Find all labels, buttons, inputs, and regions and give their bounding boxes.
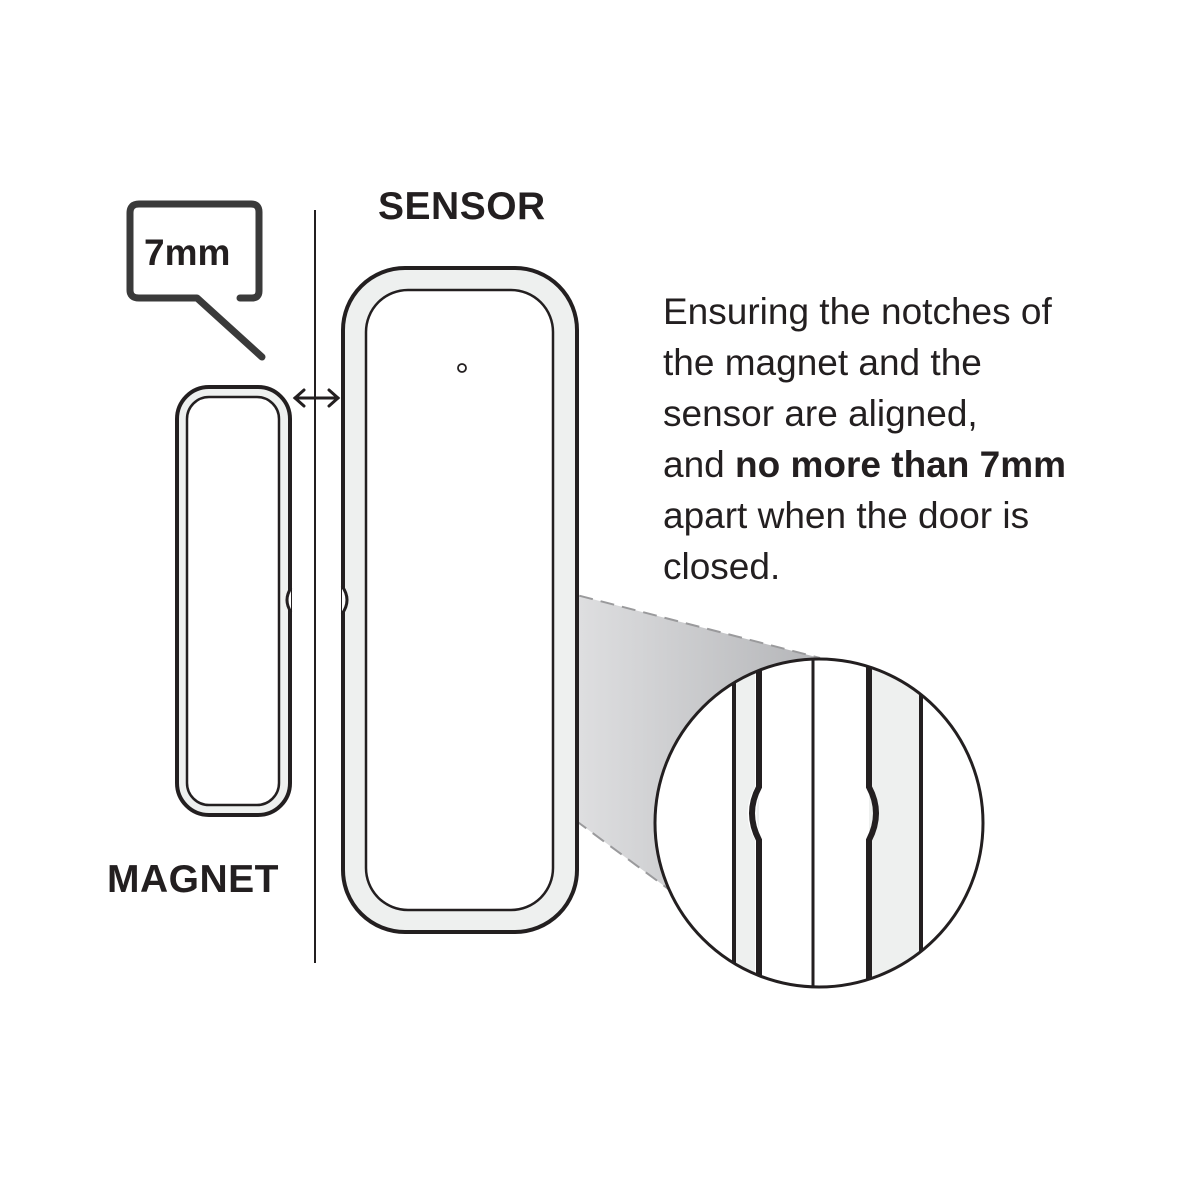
magnet-drawing [175, 385, 293, 817]
sensor-led-icon [457, 363, 467, 373]
instruction-line: apart when the door is [663, 495, 1030, 536]
instruction-prefix: and [663, 444, 736, 485]
instruction-line: closed. [663, 546, 781, 587]
sensor-drawing [340, 266, 579, 934]
instruction-emphasis: no more than 7mm [735, 444, 1067, 485]
instruction-text: Ensuring the notches of the magnet and t… [663, 286, 1066, 592]
gap-callout-label: 7mm [144, 232, 231, 273]
sensor-label: SENSOR [378, 185, 546, 228]
instruction-line: the magnet and the [663, 342, 982, 383]
magnet-notch [285, 587, 293, 613]
sensor-notch [340, 585, 349, 615]
magnified-notch-detail [653, 657, 985, 989]
callout-bubble [126, 200, 266, 361]
magnet-label: MAGNET [107, 858, 279, 901]
instruction-line: Ensuring the notches of [663, 291, 1052, 332]
gap-double-arrow-icon [292, 388, 341, 408]
instruction-line: sensor are aligned, [663, 393, 978, 434]
instruction-line: and no more than 7mm [663, 439, 1066, 490]
